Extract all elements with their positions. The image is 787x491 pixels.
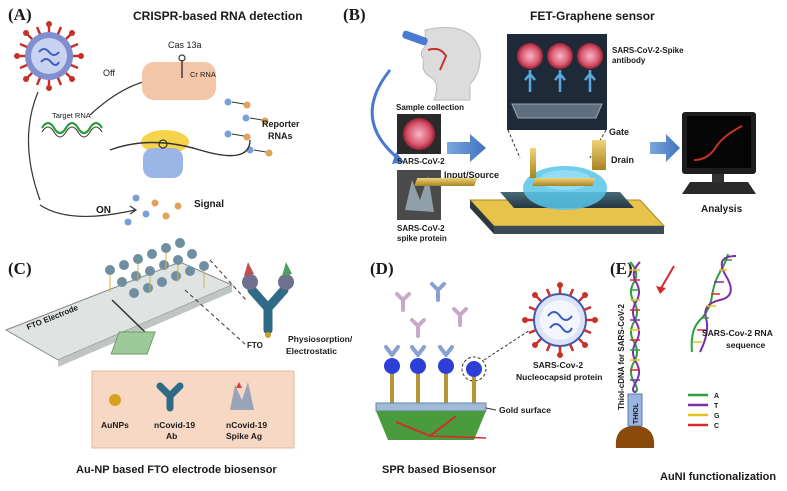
physiosorption-label-1: Physiosorption/ (288, 334, 353, 344)
cr-rna-label: Cr RNA (190, 70, 216, 79)
fet-chip (414, 140, 666, 234)
spike-protein-box (397, 170, 441, 220)
panel-c: (C) FTO Electrode FTO Physiosorption/ E (4, 238, 353, 476)
gold-surface-label: Gold surface (499, 405, 551, 415)
floating-antibodies (395, 282, 468, 338)
thiol-cdna-strand (629, 261, 641, 393)
input-arrow (447, 134, 486, 162)
flow-arrow (370, 69, 401, 162)
sars-label: SARS-CoV-2 (397, 157, 445, 166)
immobilized-sensor (375, 345, 487, 440)
reporter-label-2: RNAs (268, 131, 293, 141)
legend-label-g: G (714, 413, 720, 420)
cas13a-protein (142, 62, 216, 100)
reporter-rnas (224, 98, 273, 157)
gold-surface-pointer (485, 407, 497, 411)
ab-label-1: nCovid-19 (154, 420, 195, 430)
aunp-icon (109, 394, 121, 406)
rna-label-1: SARS-Cov-2 RNA (702, 328, 773, 338)
antibody-antigen-complex (242, 262, 294, 335)
on-arrow (39, 204, 136, 218)
zoom-circle (461, 356, 487, 382)
fto-label: FTO (247, 341, 263, 350)
ag-label-2: Spike Ag (226, 431, 262, 441)
off-label: Off (103, 68, 115, 78)
panel-e-caption: AuNI functionalization (660, 471, 776, 483)
antibody-array (105, 238, 209, 298)
rna-label-2: sequence (726, 340, 765, 350)
panel-a-letter: (A) (8, 5, 32, 24)
reporter-label: Reporter (262, 119, 300, 129)
panel-d: (D) (370, 259, 602, 476)
fto-substrate (110, 331, 156, 355)
antibody-icon (156, 382, 184, 412)
head-profile-icon (402, 27, 481, 101)
panel-d-caption: SPR based Biosensor (382, 464, 497, 476)
drain-label: Drain (611, 155, 634, 165)
large-virus-icon (522, 282, 598, 358)
panel-c-letter: (C) (8, 259, 32, 278)
cleaved-reporters (124, 194, 182, 226)
path-line (27, 91, 41, 201)
target-rna-strand (41, 121, 103, 135)
monitor-icon (682, 112, 756, 194)
arrowhead (656, 286, 666, 294)
zoom-line (507, 129, 521, 159)
fto-electrode-edge (58, 285, 232, 367)
thiol-label: THIOL (633, 402, 640, 424)
output-arrow (650, 134, 680, 162)
spike-antigen-icon (230, 382, 254, 410)
physiosorption-label-2: Electrostatic (286, 346, 337, 356)
cr-rna-loop (178, 54, 186, 62)
electrode-divider (111, 299, 146, 333)
nucleocapsid-label-2: Nucleocapsid protein (516, 372, 602, 382)
legend-label-c: C (714, 423, 719, 430)
panel-e: (E) Thiol-cDNA for SARS-CoV-2 THIOL (610, 253, 776, 483)
panel-b-title: FET-Graphene sensor (530, 9, 655, 23)
legend-box (91, 370, 295, 449)
gold-nanoparticle (265, 332, 271, 338)
virus-icon (403, 118, 435, 150)
gate-label: Gate (609, 127, 629, 137)
nucleocapsid-label-1: SARS-Cov-2 (533, 360, 583, 370)
on-label: ON (96, 205, 111, 216)
panel-b-letter: (B) (343, 5, 366, 24)
arrowhead (392, 152, 404, 164)
input-source-label: Input/Source (444, 170, 499, 180)
thiol-cdna-label: Thiol-cDNA for SARS-CoV-2 (617, 304, 626, 410)
ab-label-2: Ab (166, 431, 177, 441)
panel-a-title: CRISPR-based RNA detection (133, 9, 303, 23)
panel-d-letter: (D) (370, 259, 394, 278)
sample-collection-label: Sample collection (396, 103, 464, 112)
coronavirus-icon (14, 21, 84, 91)
gold-nanoisland (615, 426, 655, 448)
ag-label-1: nCovid-19 (226, 420, 267, 430)
cas13a-label: Cas 13a (168, 40, 202, 50)
panel-c-caption: Au-NP based FTO electrode biosensor (76, 464, 277, 476)
antibody-label-1: SARS-CoV-2-Spike (612, 46, 684, 55)
aunp-label: AuNPs (101, 420, 129, 430)
spike-label-2: spike protein (397, 234, 447, 243)
analysis-label: Analysis (701, 204, 743, 215)
zoom-line (209, 259, 247, 301)
legend-label-a: A (714, 393, 719, 400)
sars-cov-2-rna-strand (690, 253, 737, 353)
virus-antibody-row (511, 43, 603, 119)
activated-cas13a (109, 130, 251, 178)
panel-e-letter: (E) (610, 259, 633, 278)
target-rna-strand (41, 126, 103, 138)
spike-label-1: SARS-CoV-2 (397, 224, 445, 233)
target-rna-label: Target RNA (52, 111, 91, 120)
panel-b: (B) FET-Graphene sensor Sample collectio… (343, 5, 756, 243)
signal-label: Signal (194, 199, 224, 210)
antibody-label-2: antibody (612, 56, 646, 65)
legend-label-t: T (714, 403, 719, 410)
approach-arrow (659, 265, 675, 291)
arrowhead (129, 205, 138, 215)
panel-a: (A) CRISPR-based RNA detection (8, 5, 303, 226)
zoom-line (483, 329, 531, 361)
